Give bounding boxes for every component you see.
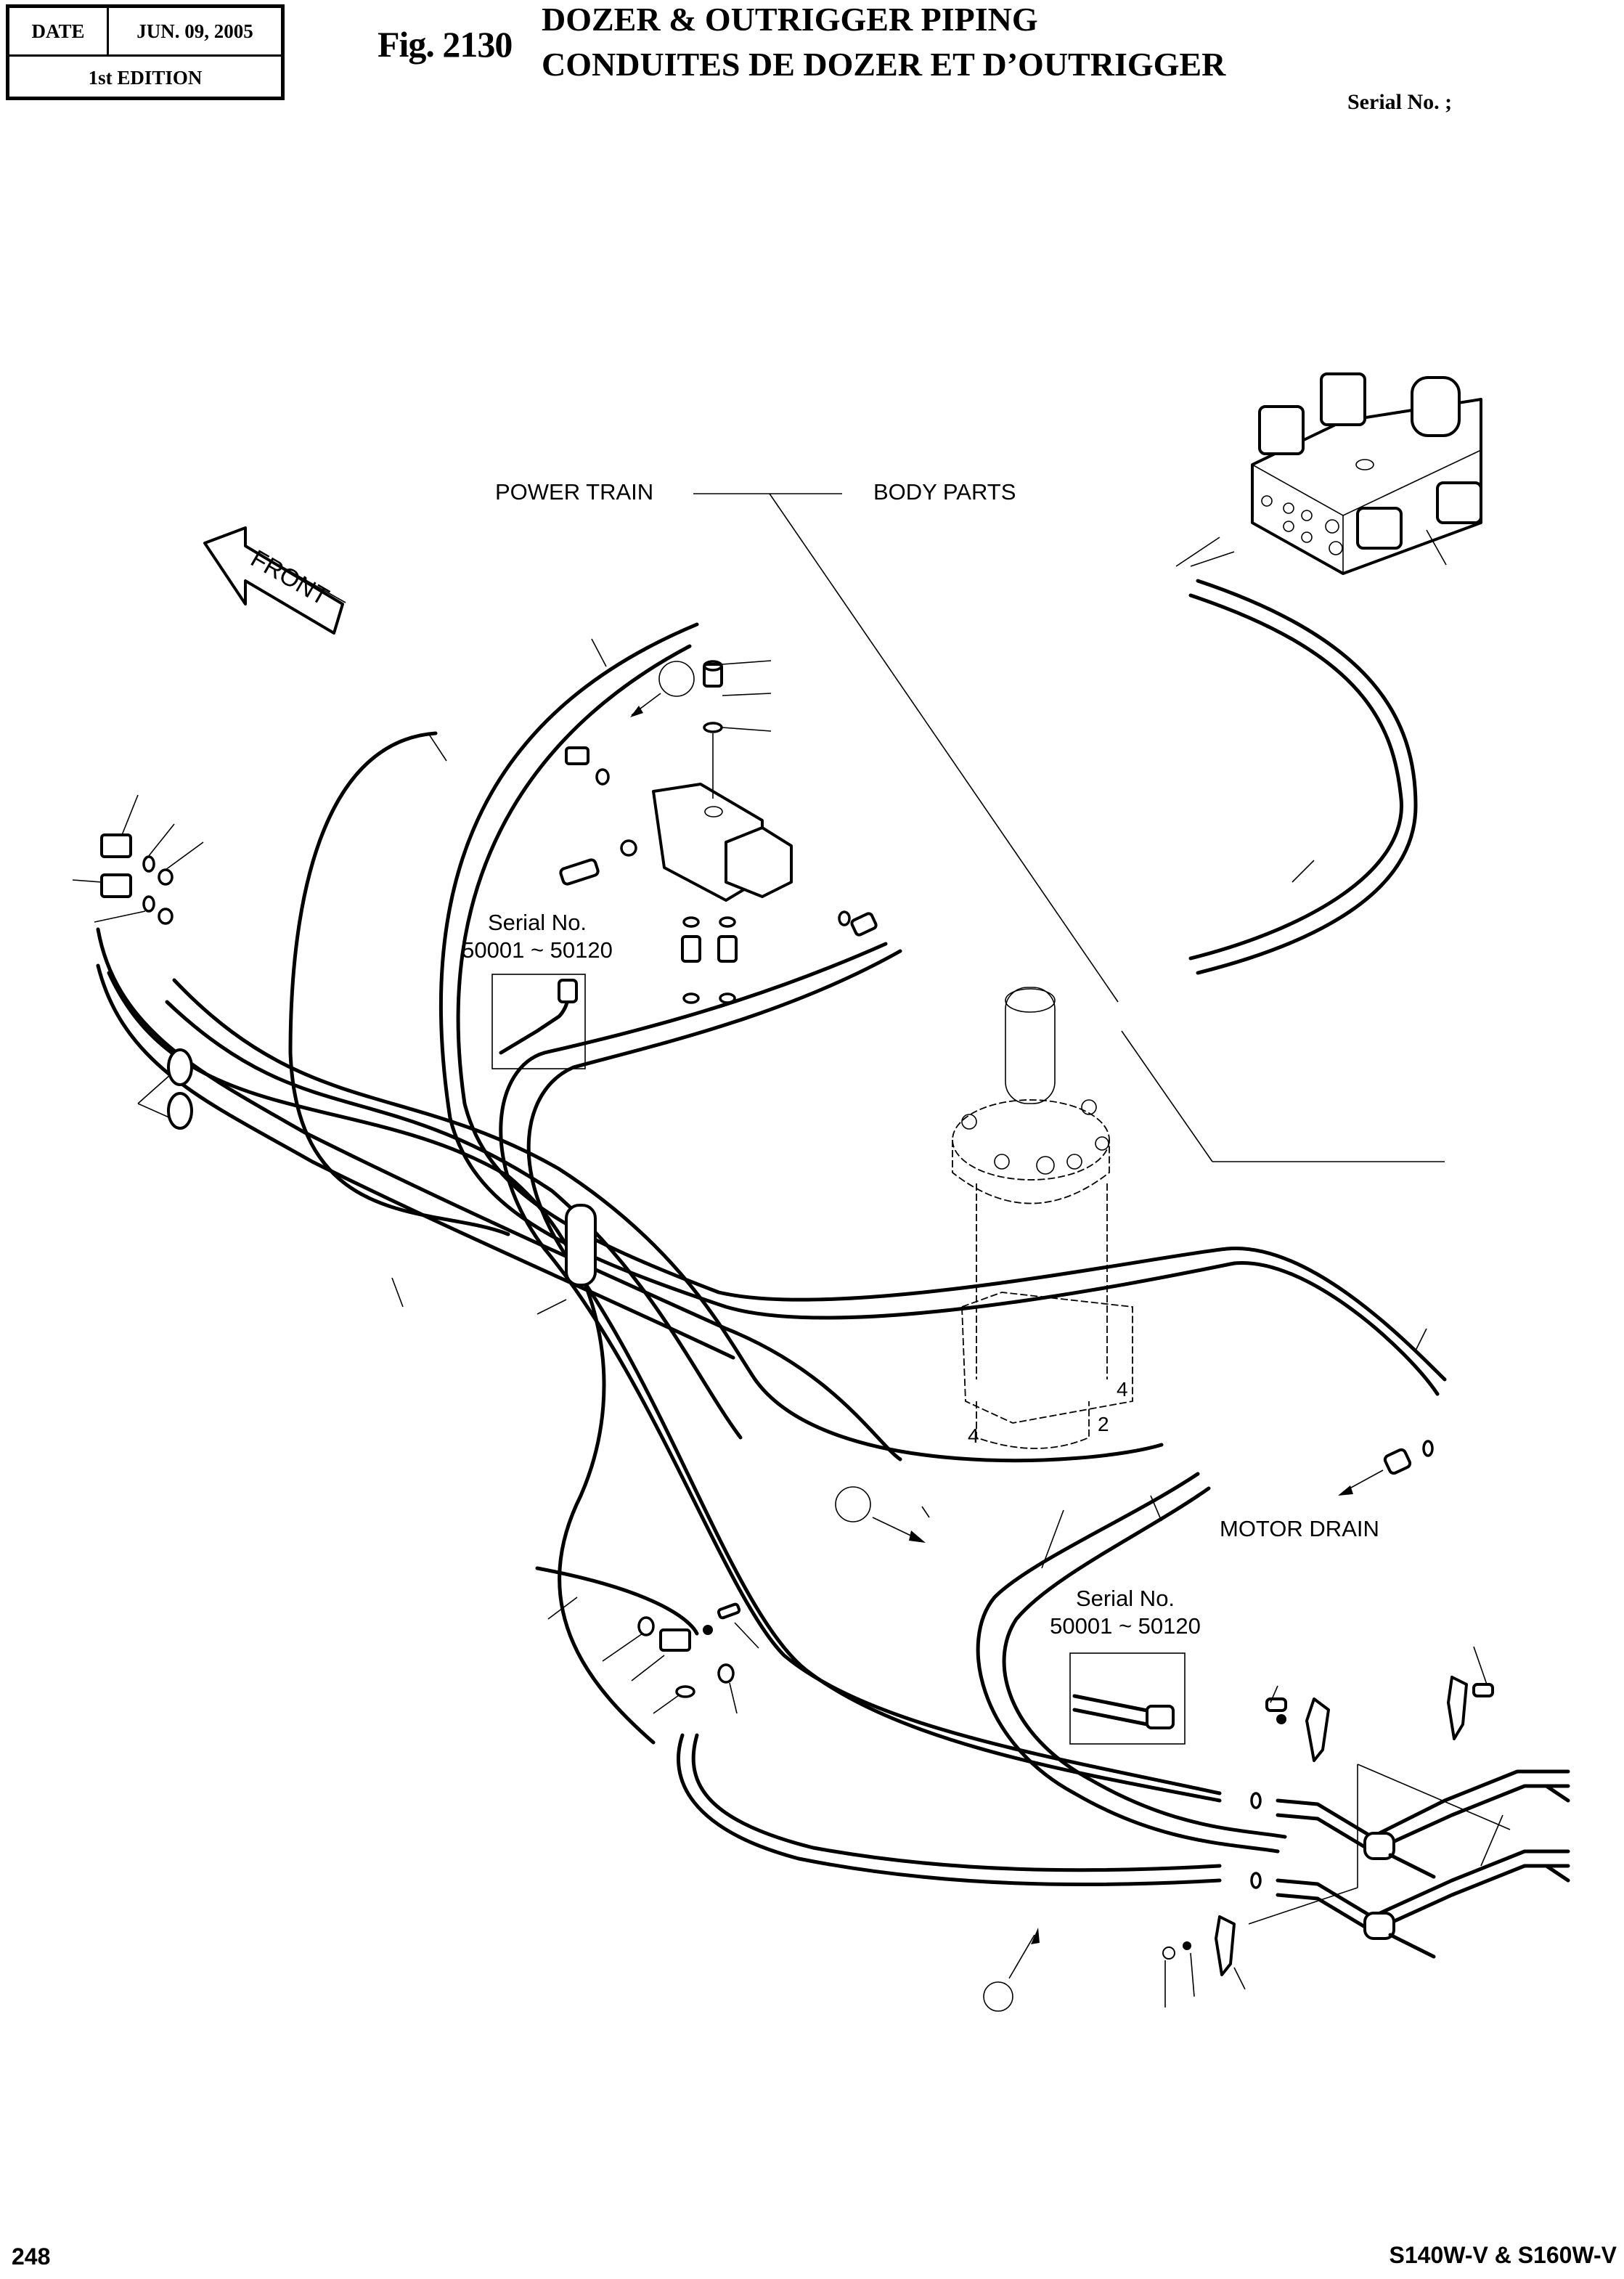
date-value: JUN. 09, 2005 bbox=[136, 20, 253, 42]
front-direction-arrow: FRONT bbox=[203, 526, 346, 635]
control-valve-block bbox=[1251, 372, 1482, 575]
serial-inset-upper-range: 50001 ~ 50120 bbox=[462, 937, 613, 963]
date-edition-box: DATE JUN. 09, 2005 1st EDITION bbox=[6, 4, 285, 100]
edition-label: 1st EDITION bbox=[88, 66, 203, 89]
machine-model: S140W-V & S160W-V bbox=[1389, 2242, 1617, 2268]
outrigger-steel-pipes bbox=[1162, 1646, 1570, 2007]
power-train-label: POWER TRAIN bbox=[495, 479, 654, 505]
date-label: DATE bbox=[9, 8, 109, 54]
port-callout-2: 2 bbox=[1098, 1413, 1109, 1435]
center-swivel-joint bbox=[952, 987, 1133, 1449]
serial-inset-lower: Serial No. 50001 ~ 50120 bbox=[1035, 1585, 1216, 1640]
port-callout-4-right: 4 bbox=[1117, 1378, 1128, 1401]
hose-bundle bbox=[96, 579, 1447, 1887]
left-elbow-fittings bbox=[72, 794, 204, 925]
section-divider-leaders bbox=[693, 493, 1445, 1162]
serial-inset-lower-range: 50001 ~ 50120 bbox=[1050, 1613, 1201, 1639]
page-number: 248 bbox=[12, 2243, 51, 2270]
center-valve-block bbox=[559, 660, 878, 1004]
port-callout-4-left: 4 bbox=[968, 1424, 979, 1447]
serial-inset-upper: Serial No. 50001 ~ 50120 bbox=[446, 909, 628, 964]
motor-drain-fitting bbox=[1338, 1440, 1434, 1496]
part-leader-lines bbox=[137, 537, 1427, 1569]
serial-number-header: Serial No. ; bbox=[1347, 90, 1453, 114]
serial-inset-lower-title: Serial No. bbox=[1075, 1586, 1175, 1611]
page-title-french: CONDUITES DE DOZER ET D’OUTRIGGER bbox=[542, 46, 1226, 83]
page-title-english: DOZER & OUTRIGGER PIPING bbox=[542, 1, 1038, 38]
hose-clamps bbox=[167, 1048, 597, 1287]
serial-inset-upper-title: Serial No. bbox=[487, 910, 587, 935]
reference-circles bbox=[835, 1486, 1040, 2012]
figure-number: Fig. 2130 bbox=[378, 24, 513, 65]
motor-drain-label: MOTOR DRAIN bbox=[1220, 1516, 1379, 1541]
serial-inset-frames bbox=[491, 974, 1186, 1745]
lower-tee-fitting bbox=[547, 1597, 759, 1714]
body-parts-label: BODY PARTS bbox=[873, 479, 1016, 505]
